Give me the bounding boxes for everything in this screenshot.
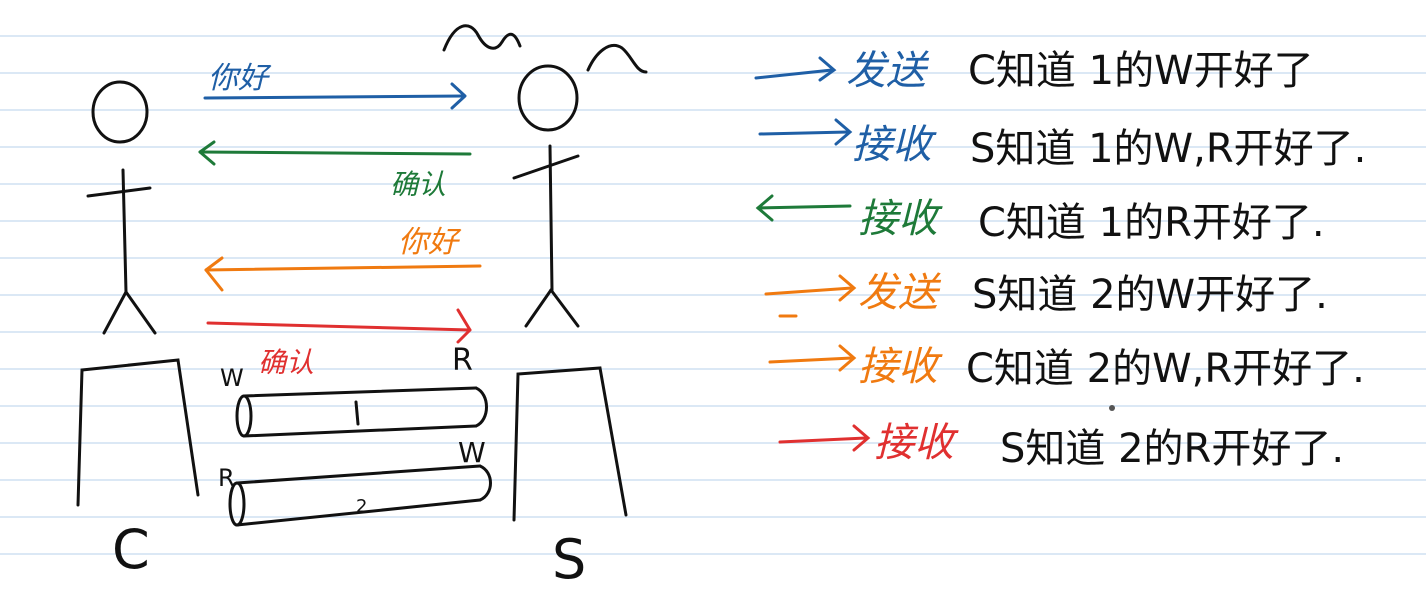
pipe-2-number: 2 [356, 496, 367, 517]
message-3-arrow [204, 256, 482, 292]
note-1-action: 发送 [846, 48, 930, 94]
client-body [121, 168, 128, 294]
client-label: C [112, 518, 150, 581]
pipe-1-left-end: W [220, 364, 244, 392]
note-2-text: S知道 1的W,R开好了. [970, 126, 1366, 172]
message-4-label: 确认 [258, 346, 314, 379]
note-5-arrow [768, 344, 857, 372]
stray-dot [1109, 405, 1115, 411]
note-6-action: 接收 [874, 420, 959, 466]
note-1-text: C知道 1的W开好了 [968, 48, 1314, 94]
message-4-arrow [206, 308, 472, 344]
note-6-arrow [778, 424, 871, 452]
note-row: 接收 C知道 2的W,R开好了. [768, 344, 1365, 392]
server-hair-right [586, 44, 648, 74]
note-row: 接收 C知道 1的R开好了. [755, 194, 1325, 246]
message-labels: 你好 确认 你好 确认 [208, 61, 462, 379]
server-head [517, 64, 579, 132]
note-row: 接收 S知道 1的W,R开好了. [758, 118, 1366, 172]
note-4-arrow [764, 274, 857, 318]
client-arms [86, 186, 152, 198]
note-3-action: 接收 [858, 196, 943, 242]
pipe-labels: W R R W 2 [218, 343, 486, 517]
note-5-text: C知道 2的W,R开好了. [966, 346, 1365, 392]
server-label: S [552, 528, 586, 589]
client-right-leg [124, 290, 157, 335]
server-right-leg [549, 288, 580, 328]
note-3-text: C知道 1的R开好了. [978, 200, 1325, 246]
note-row: 发送 C知道 1的W开好了 [754, 48, 1314, 94]
pipe-2 [228, 464, 492, 527]
server-body [548, 144, 554, 292]
pipe-1 [235, 386, 488, 438]
server-arms [512, 154, 580, 180]
client-left-leg [102, 290, 128, 335]
message-2-label: 确认 [390, 168, 446, 201]
note-3-arrow [755, 194, 852, 222]
message-2-arrow [198, 140, 472, 166]
message-arrows [198, 82, 482, 344]
note-2-action: 接收 [852, 122, 937, 168]
note-1-arrow [754, 56, 837, 82]
pipe-1-right-end: R [452, 343, 473, 378]
server-left-leg [524, 288, 553, 328]
note-row: 发送 S知道 2的W开好了. [764, 270, 1328, 318]
pipe-2-left-end: R [218, 464, 235, 492]
server-hair-left [442, 24, 522, 52]
client-head [91, 80, 149, 144]
server-desk [512, 366, 628, 522]
pipe-2-right-end: W [458, 436, 486, 469]
server-figure [442, 24, 648, 522]
note-4-action: 发送 [858, 270, 942, 316]
note-6-text: S知道 2的R开好了. [1000, 426, 1344, 472]
note-row: 接收 S知道 2的R开好了. [778, 420, 1344, 472]
note-2-arrow [758, 118, 853, 146]
message-1-arrow [203, 82, 467, 110]
note-4-text: S知道 2的W开好了. [972, 272, 1328, 318]
client-figure [76, 80, 200, 507]
message-3-label: 你好 [398, 225, 462, 260]
note-5-action: 接收 [858, 344, 943, 390]
notes-list: 发送 C知道 1的W开好了 接收 S知道 1的W,R开好了. 接收 C知道 1的… [754, 48, 1366, 472]
client-desk [76, 358, 200, 507]
message-1-label: 你好 [208, 61, 272, 96]
